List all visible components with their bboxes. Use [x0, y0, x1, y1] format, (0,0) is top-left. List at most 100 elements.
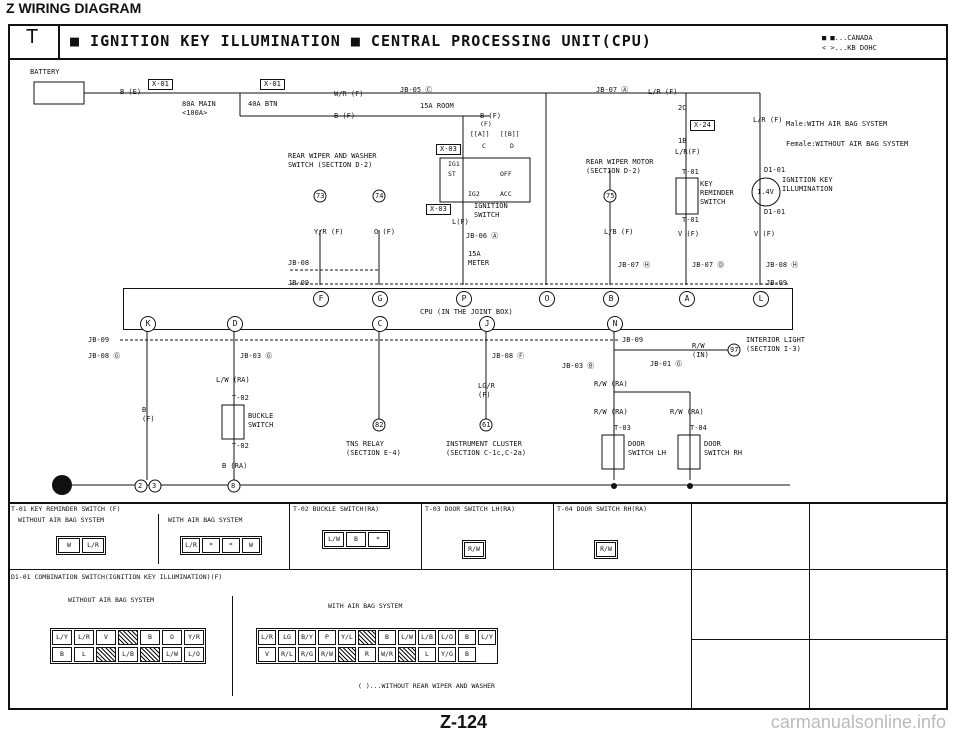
d01b-pin-1-7	[398, 647, 416, 662]
t03-title: T-03 DOOR SWITCH LH(RA)	[425, 505, 516, 513]
d01a-pin-0-5: O	[162, 630, 182, 645]
d01b-pin-0-9: L/O	[438, 630, 456, 645]
jb07h: JB-07 Ⓗ	[618, 261, 651, 269]
cpu-pin-d: D	[227, 316, 243, 332]
ign-pos-off: OFF	[500, 170, 512, 178]
jb07a: JB-07 Ⓐ	[596, 86, 629, 94]
ground-pin-3: 3	[152, 482, 157, 490]
x01-b: X-01	[260, 79, 285, 90]
wire-rw-ra2: R/W (RA)	[594, 408, 628, 416]
d01b-pin-0-0: L/R	[258, 630, 276, 645]
t01b: T-01	[682, 216, 699, 224]
cpu-pin-a: A	[679, 291, 695, 307]
jb08f: JB-08 Ⓕ	[492, 352, 525, 360]
d01b-pin-0-11: L/Y	[478, 630, 496, 645]
t02-pin-0-2: *	[368, 532, 388, 547]
x24: X-24	[690, 120, 715, 131]
diagram-frame	[8, 24, 948, 710]
section-letter: T	[26, 26, 39, 48]
cell-empty-1	[692, 502, 810, 570]
d01b-pin-0-8: L/B	[418, 630, 436, 645]
inst-cluster: INSTRUMENT CLUSTER (SECTION C-1c,C-2a)	[446, 440, 527, 457]
wire-rw-ra3: R/W (RA)	[670, 408, 704, 416]
t04-connector: R/W	[594, 536, 618, 559]
cpu-pin-p: P	[456, 291, 472, 307]
cell-empty-5	[692, 640, 810, 710]
illum-voltage: 1.4V	[757, 188, 774, 196]
d01a-pin-0-3	[118, 630, 138, 645]
d01b-pin-1-9: Y/G	[438, 647, 456, 662]
cpu-pin-j: J	[479, 316, 495, 332]
r1b: 1B	[678, 137, 687, 145]
r2c: 2C	[678, 104, 687, 112]
t02-pin-0-1: B	[346, 532, 366, 547]
wire-lg-r: LG/R (F)	[478, 382, 495, 399]
jb09b: JB-09	[766, 279, 788, 287]
ign-pos-acc: ACC	[500, 190, 512, 198]
d01a-pin-1-6: L/O	[184, 647, 204, 662]
d01b-pin-1-10: B	[458, 647, 476, 662]
d01b-pin-1-4	[338, 647, 356, 662]
wire-b-f: B (F)	[334, 112, 356, 120]
connector-table: T-01 KEY REMINDER SWITCH (F) WITHOUT AIR…	[8, 502, 948, 710]
t04-pin-0-0: R/W	[596, 542, 616, 557]
t03-pin-0-0: R/W	[464, 542, 484, 557]
section-divider	[58, 26, 60, 58]
btn-fuse: 40A BTN	[248, 100, 278, 108]
ground-pin-8: 8	[231, 482, 236, 490]
wire-b-f2: B (F)	[480, 112, 502, 120]
d01b-pin-0-6: B	[378, 630, 396, 645]
d01-note: ( )...WITHOUT REAR WIPER AND WASHER	[358, 682, 495, 690]
cell-t03: T-03 DOOR SWITCH LH(RA) R/W	[422, 502, 554, 570]
d01a-pin-1-2	[96, 647, 116, 662]
cell-empty-4	[810, 570, 948, 640]
jb09a: JB-09	[288, 279, 310, 287]
t01b-pin-0-0: L/R	[182, 538, 200, 553]
conn-73: 73	[316, 192, 325, 200]
ign-letter-a: [[A]]	[470, 130, 490, 138]
female-note: Female:WITHOUT AIR BAG SYSTEM	[786, 140, 909, 148]
meter-fuse: 15A METER	[468, 250, 490, 267]
jb05: JB-05 Ⓒ	[400, 86, 433, 94]
jb08g: JB-08 Ⓖ	[88, 352, 121, 360]
ignition-switch-box	[439, 157, 531, 203]
cell-t04: T-04 DOOR SWITCH RH(RA) R/W	[554, 502, 692, 570]
d01b-pin-0-2: B/Y	[298, 630, 316, 645]
jb01g: JB-01 Ⓖ	[650, 360, 683, 368]
wire-lr-f: L/R (F)	[648, 88, 678, 96]
conn-75: 75	[606, 192, 615, 200]
cell-empty-3	[692, 570, 810, 640]
x01-a: X-01	[148, 79, 173, 90]
cpu-pin-k: K	[140, 316, 156, 332]
d01-title: D1-01 COMBINATION SWITCH(IGNITION KEY IL…	[11, 573, 223, 581]
wire-lb-f: L/B (F)	[604, 228, 634, 236]
wire-rw-ra: R/W (RA)	[594, 380, 628, 388]
wire-v-f: V (F)	[678, 230, 700, 238]
wire-wr-f: W/R (F)	[334, 90, 364, 98]
ground-icon	[52, 475, 72, 495]
t01-with: WITH AIR BAG SYSTEM	[168, 516, 243, 524]
rear-wiper-switch: REAR WIPER AND WASHER SWITCH (SECTION D-…	[288, 152, 377, 169]
d01b-pin-0-7: L/W	[398, 630, 416, 645]
cell-empty-6	[810, 640, 948, 710]
wire-lr-f2: L/R (F)	[753, 116, 783, 124]
title-bar	[8, 24, 948, 60]
ignition-illum: IGNITION KEY ILLUMINATION	[782, 176, 833, 193]
cell-d01: D1-01 COMBINATION SWITCH(IGNITION KEY IL…	[8, 570, 692, 710]
cpu-pin-g: G	[372, 291, 388, 307]
ign-letter-b: [[B]]	[500, 130, 520, 138]
note-canada: ■ ■...CANADA	[822, 34, 873, 42]
ground-pin-2: 2	[138, 482, 143, 490]
d01a-pin-0-4: B	[140, 630, 160, 645]
d01b-pin-1-0: V	[258, 647, 276, 662]
jb03b: JB-03 Ⓑ	[562, 362, 595, 370]
d01-without: WITHOUT AIR BAG SYSTEM	[68, 596, 155, 604]
t04-title: T-04 DOOR SWITCH RH(RA)	[557, 505, 648, 513]
d01b-pin-1-2: R/G	[298, 647, 316, 662]
battery-label: BATTERY	[30, 68, 60, 76]
jb08h: JB-08 Ⓗ	[766, 261, 799, 269]
